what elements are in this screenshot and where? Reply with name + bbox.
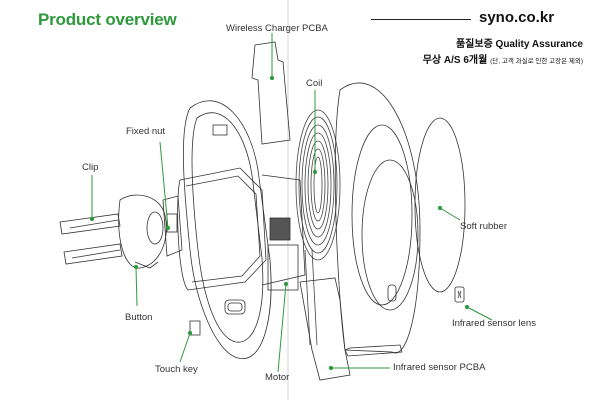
page-title: Product overview: [38, 10, 177, 29]
wireless-charger-pcba-part: [251, 41, 291, 145]
brand-name: syno.co.kr: [479, 9, 555, 26]
infrared-sensor-lens-part: [454, 286, 465, 303]
leader-button: [135, 266, 138, 307]
label-soft-rubber: Soft rubber: [460, 221, 507, 232]
warranty-main: 무상 A/S 6개월: [422, 55, 488, 66]
label-infrared-sensor-pcba: Infrared sensor PCBA: [393, 362, 486, 373]
infrared-sensor-pcba-part: [299, 277, 351, 381]
label-touch-key: Touch key: [155, 364, 198, 375]
warranty-note: (단, 고객 과실로 인한 고장은 제외): [490, 58, 583, 65]
touch-key-part: [189, 320, 201, 336]
leader-soft-rubber: [439, 207, 461, 221]
label-button: Button: [125, 312, 153, 323]
clip-part: [59, 213, 123, 265]
label-wireless-charger-pcba: Wireless Charger PCBA: [226, 23, 328, 34]
brand-divider: [371, 19, 471, 20]
leader-fixed-nut: [159, 141, 169, 229]
quality-assurance-text: 품질보증 Quality Assurance: [455, 39, 583, 50]
label-fixed-nut: Fixed nut: [126, 126, 166, 137]
warranty-text: 무상 A/S 6개월 (단, 고객 과실로 인한 고장은 제외): [423, 51, 583, 66]
leader-infrared-sensor-lens: [466, 306, 493, 321]
ball-joint-part: [118, 194, 167, 269]
main-body-part: [177, 167, 306, 291]
fixed-nut-part: [162, 195, 183, 257]
callout-leaders: [89, 33, 493, 373]
motor-part: [267, 217, 299, 291]
label-coil: Coil: [306, 78, 323, 89]
back-housing-part: [182, 100, 272, 360]
leader-motor: [277, 283, 287, 373]
label-infrared-sensor-lens: Infrared sensor lens: [452, 318, 536, 329]
label-motor: Motor: [265, 372, 290, 383]
label-clip: Clip: [82, 162, 99, 173]
leader-touch-key: [179, 332, 191, 363]
soft-rubber-part: [414, 117, 466, 293]
front-cover-part: [334, 82, 421, 357]
coil-part: [295, 109, 341, 346]
